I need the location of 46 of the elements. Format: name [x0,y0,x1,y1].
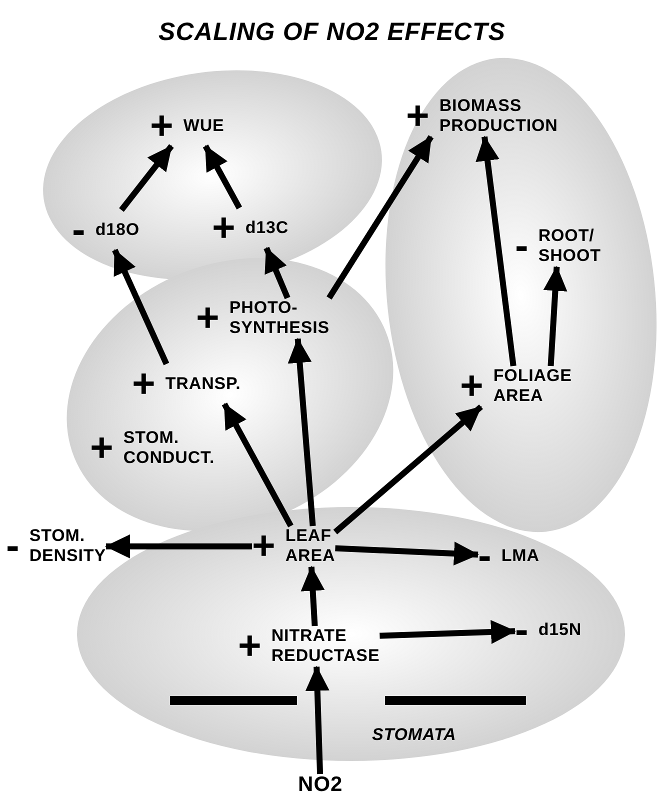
variable-label: TRANSP. [165,374,241,394]
effect-sign: + [406,96,430,136]
variable-label: PHOTO- SYNTHESIS [229,298,330,339]
effect-sign: + [238,626,262,666]
variable-label: NITRATE REDUCTASE [271,626,380,667]
variable-label: STOM. CONDUCT. [123,428,215,469]
arrow [119,144,174,212]
arrow [264,246,290,300]
variable-label: d13C [245,218,289,238]
arrow [380,620,516,644]
variable-label: LMA [501,546,540,566]
variable-label: WUE [183,116,224,136]
arrow [543,266,568,366]
variable-label: BIOMASS PRODUCTION [439,96,558,137]
variable-label: STOM. DENSITY [29,526,106,567]
effect-sign: + [196,298,220,338]
effect-sign: + [90,428,114,468]
effect-sign: - [72,210,86,250]
effect-sign: + [252,526,276,566]
effect-sign: + [460,366,484,406]
membrane-label: STOMATA [372,724,456,746]
arrow [202,144,242,210]
arrow [300,566,325,626]
effect-sign: + [150,106,174,146]
variable-label: d18O [95,220,140,240]
arrow [112,248,170,366]
effect-sign: - [478,536,492,576]
variable-label: d15N [538,620,582,640]
arrow [333,404,483,534]
effect-sign: - [6,526,20,566]
diagram-title: SCALING OF NO2 EFFECTS [157,17,507,48]
effect-sign: + [132,364,156,404]
arrow [326,135,434,300]
arrow [288,338,316,526]
arrow [222,402,294,528]
variable-label: LEAF AREA [285,526,336,567]
arrow [104,534,252,558]
effect-sign: + [212,208,236,248]
effect-sign: - [515,610,528,650]
variable-label: ROOT/ SHOOT [538,226,601,267]
arrow [305,666,330,774]
arrow [335,542,479,566]
variable-label: FOLIAGE AREA [493,366,572,407]
effect-sign: - [515,226,528,266]
arrow [476,136,516,366]
input-label: NO2 [298,774,343,795]
